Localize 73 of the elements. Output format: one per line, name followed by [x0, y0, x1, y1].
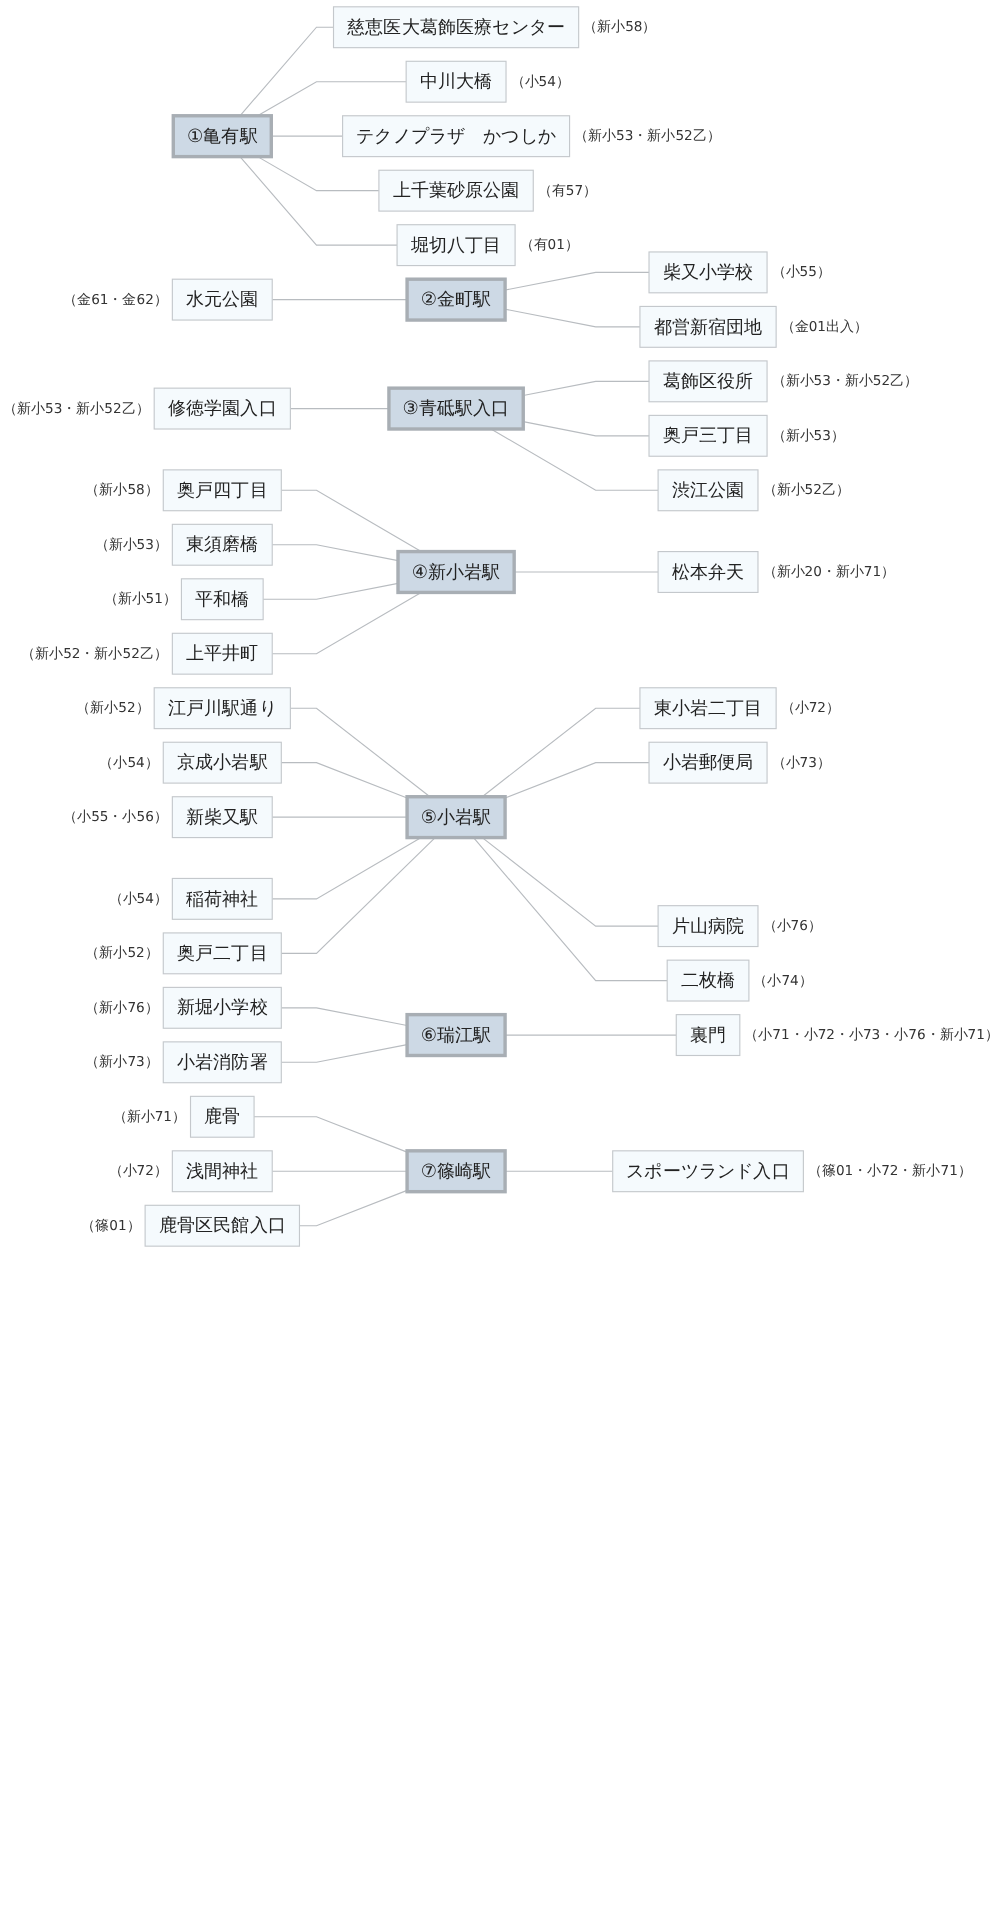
connector — [280, 837, 436, 954]
node-box: ③青砥駅入口 — [387, 386, 525, 431]
node-box: 新柴又駅 — [171, 796, 273, 839]
node-box: 稲荷神社 — [171, 877, 273, 920]
connector — [257, 156, 380, 192]
node-box: ⑤小岩駅 — [405, 795, 507, 840]
node-box: ②金町駅 — [405, 277, 507, 322]
connector — [271, 816, 408, 818]
node-box: 東須磨橋 — [171, 523, 273, 566]
node-box: 小岩郵便局 — [648, 741, 768, 784]
node-box: 奥戸二丁目 — [162, 932, 282, 975]
node-box: 江戸川駅通り — [153, 687, 291, 730]
node-box: 鹿骨区民館入口 — [144, 1204, 301, 1247]
node-box: 堀切八丁目 — [396, 224, 516, 267]
connector — [271, 544, 399, 562]
node-box: 浅間神社 — [171, 1150, 273, 1193]
connector — [239, 156, 398, 246]
connector — [504, 308, 641, 328]
connector — [481, 837, 659, 927]
connector — [522, 380, 650, 397]
connector — [504, 271, 650, 291]
node-box: 中川大橋 — [405, 60, 507, 103]
node-box: 小岩消防署 — [162, 1041, 282, 1084]
connector — [522, 421, 650, 437]
connector — [472, 837, 668, 982]
node-box: 慈恵医大葛飾医療センター — [332, 6, 580, 49]
node-box: ④新小岩駅 — [396, 549, 516, 595]
connector — [271, 591, 422, 655]
connector — [271, 837, 422, 900]
connector — [490, 428, 659, 491]
node-box: 奥戸四丁目 — [162, 469, 282, 512]
node-box: 鹿骨 — [189, 1095, 255, 1138]
node-box: 水元公園 — [171, 278, 273, 321]
connector — [239, 26, 335, 117]
connector — [504, 1034, 677, 1036]
node-box: 片山病院 — [657, 905, 759, 948]
node-box: テクノプラザ かつしか — [342, 115, 571, 158]
connector — [280, 762, 408, 799]
connector — [298, 1189, 408, 1227]
connector — [262, 582, 399, 600]
connector — [270, 135, 344, 137]
node-box: 裏門 — [675, 1014, 741, 1057]
node-box: 渋江公園 — [657, 469, 759, 512]
connector — [481, 707, 641, 798]
connector — [513, 571, 659, 573]
node-box: 上千葉砂原公園 — [378, 169, 534, 212]
connector — [271, 299, 408, 301]
connector — [280, 1044, 408, 1063]
node-box: 上平井町 — [171, 632, 273, 675]
node-box: 葛飾区役所 — [648, 360, 768, 403]
connector — [253, 1116, 408, 1153]
node-box: 修徳学園入口 — [153, 387, 291, 430]
connector — [289, 707, 431, 798]
node-box: スポーツランド入口 — [612, 1150, 804, 1193]
node-box: 松本弁天 — [657, 551, 759, 593]
node-box: ⑥瑞江駅 — [405, 1012, 507, 1058]
connector — [271, 1170, 408, 1172]
connector — [504, 1170, 614, 1172]
node-box: 奥戸三丁目 — [648, 414, 768, 457]
connector — [280, 489, 422, 553]
connector — [504, 762, 650, 799]
connector — [289, 408, 390, 410]
node-box: 都営新宿団地 — [639, 305, 777, 348]
connector — [280, 1007, 408, 1027]
node-box: 新堀小学校 — [162, 986, 282, 1029]
node-box: ①亀有駅 — [171, 114, 273, 159]
node-box: 平和橋 — [180, 578, 264, 621]
node-box: 二枚橋 — [666, 959, 750, 1002]
node-box: 京成小岩駅 — [162, 741, 282, 784]
node-box: 東小岩二丁目 — [639, 687, 777, 730]
node-box: 柴又小学校 — [648, 251, 768, 294]
node-box: ⑦篠崎駅 — [405, 1149, 507, 1194]
connector — [257, 81, 407, 117]
